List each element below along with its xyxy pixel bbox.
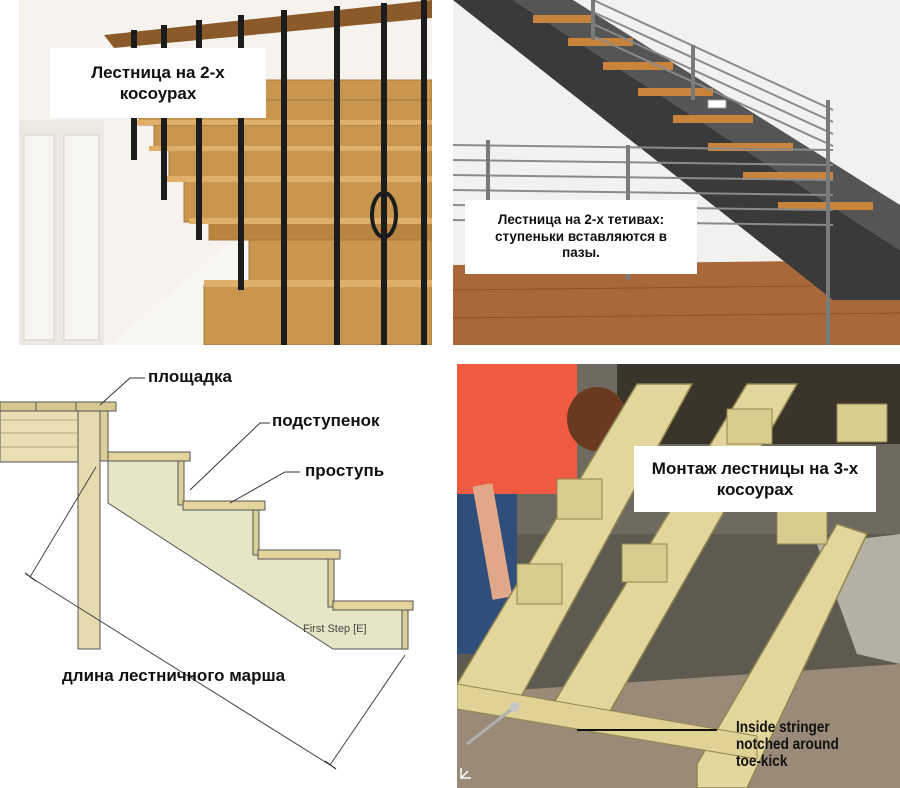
metal-staircase-illustration — [453, 0, 900, 345]
label-landing: площадка — [148, 367, 232, 386]
photo-annotation-line-2: notched around — [736, 736, 839, 753]
label-riser: подступенок — [272, 411, 380, 430]
stringer-diagram: площадка подступенок проступь Косоур Fir… — [0, 355, 440, 788]
expand-icon — [460, 768, 471, 779]
photo-annotation: Inside stringer notched around toe-kick — [736, 719, 839, 770]
label-first-step: First Step [E] — [303, 623, 367, 635]
photo-panel-three-stringers: Монтаж лестницы на 3-х косоурах Inside s… — [457, 364, 900, 788]
photo-panel-two-stringers: Лестница на 2-х косоурах — [19, 0, 432, 345]
caption-three-stringers: Монтаж лестницы на 3-х косоурах — [634, 446, 876, 512]
caption-two-stringers: Лестница на 2-х косоурах — [50, 48, 266, 118]
caption-two-strings: Лестница на 2-х тетивах: ступеньки встав… — [465, 200, 697, 274]
label-run-length: длина лестничного марша — [62, 666, 286, 685]
stringer-diagram-drawing — [0, 377, 414, 770]
photo-annotation-line-3: toe-kick — [736, 753, 788, 770]
label-tread: проступь — [305, 461, 385, 480]
installation-photo-illustration — [457, 364, 900, 788]
photo-annotation-line-1: Inside stringer — [736, 719, 830, 736]
photo-panel-two-strings: Лестница на 2-х тетивах: ступеньки встав… — [453, 0, 900, 345]
staircase-photo-illustration — [19, 0, 432, 345]
